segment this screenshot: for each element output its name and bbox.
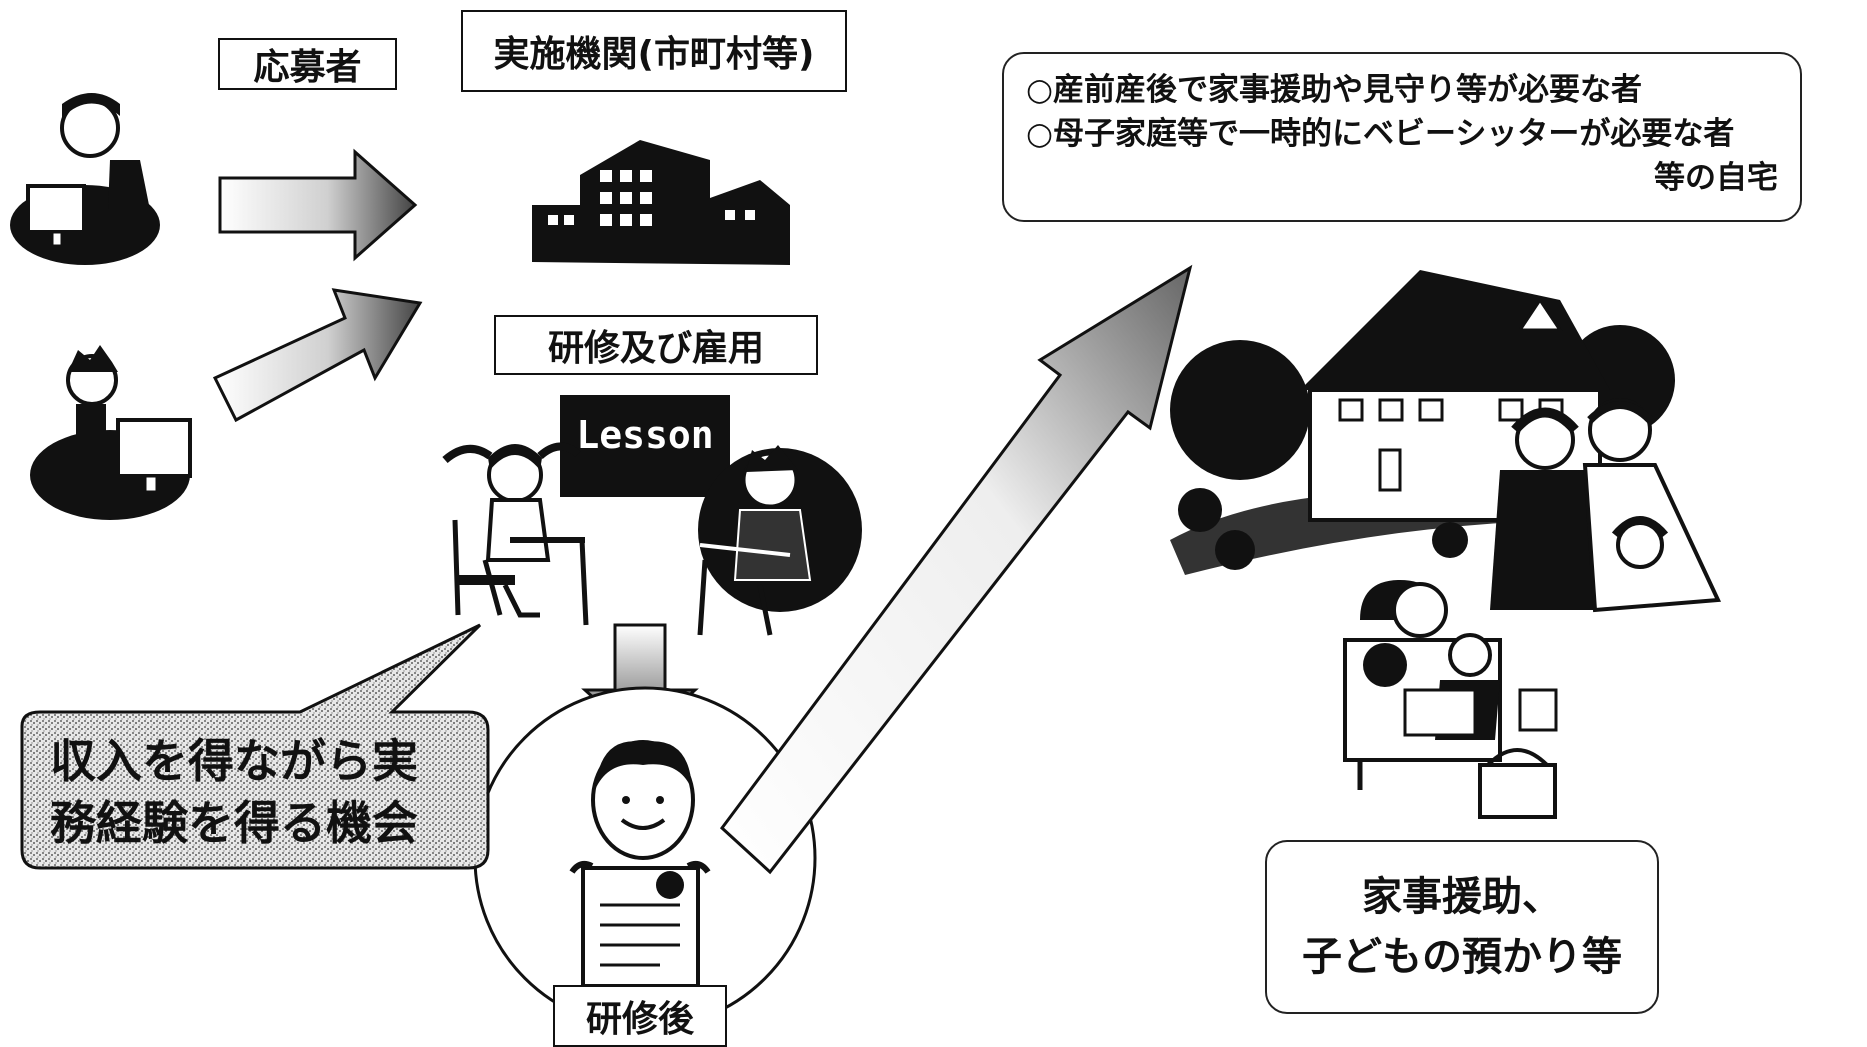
target-homes-box: ○産前産後で家事援助や見守り等が必要な者 ○母子家庭等で一時的にベビーシッターが… xyxy=(1002,52,1802,222)
target-homes-line-3: 等の自宅 xyxy=(1654,160,1778,196)
graduate-with-certificate-icon xyxy=(569,740,711,988)
building-icon xyxy=(532,140,790,265)
house-family-icon xyxy=(1170,270,1722,819)
lesson-board-text: Lesson xyxy=(576,413,714,457)
opportunity-text: 収入を得ながら実 務経験を得る機会 xyxy=(50,730,470,854)
applicant-computer-icon-1 xyxy=(10,93,160,265)
implementer-label: 実施機関(市町村等) xyxy=(461,10,847,92)
applicant-label: 応募者 xyxy=(218,38,397,90)
big-arrow-to-homes xyxy=(719,264,1193,875)
target-homes-line-2: ○母子家庭等で一時的にベビーシッターが必要な者 xyxy=(1026,116,1735,152)
opportunity-line-1: 収入を得ながら実 xyxy=(50,734,418,788)
opportunity-bubble xyxy=(20,623,490,870)
services-box: 家事援助、 子どもの預かり等 xyxy=(1265,840,1659,1014)
after-training-label: 研修後 xyxy=(553,985,727,1047)
student-right-icon xyxy=(697,445,862,636)
target-homes-line-1: ○産前産後で家事援助や見守り等が必要な者 xyxy=(1026,72,1643,108)
services-line-1: 家事援助、 xyxy=(1362,874,1562,920)
training-employment-label: 研修及び雇用 xyxy=(494,315,818,375)
services-line-2: 子どもの預かり等 xyxy=(1302,934,1622,980)
applicant-arrow-2 xyxy=(212,288,423,423)
lesson-board xyxy=(560,395,730,497)
student-left-icon xyxy=(442,442,589,626)
applicant-computer-icon-2 xyxy=(30,345,192,520)
opportunity-line-2: 務経験を得る機会 xyxy=(50,796,418,850)
applicant-arrow-1 xyxy=(218,148,418,262)
